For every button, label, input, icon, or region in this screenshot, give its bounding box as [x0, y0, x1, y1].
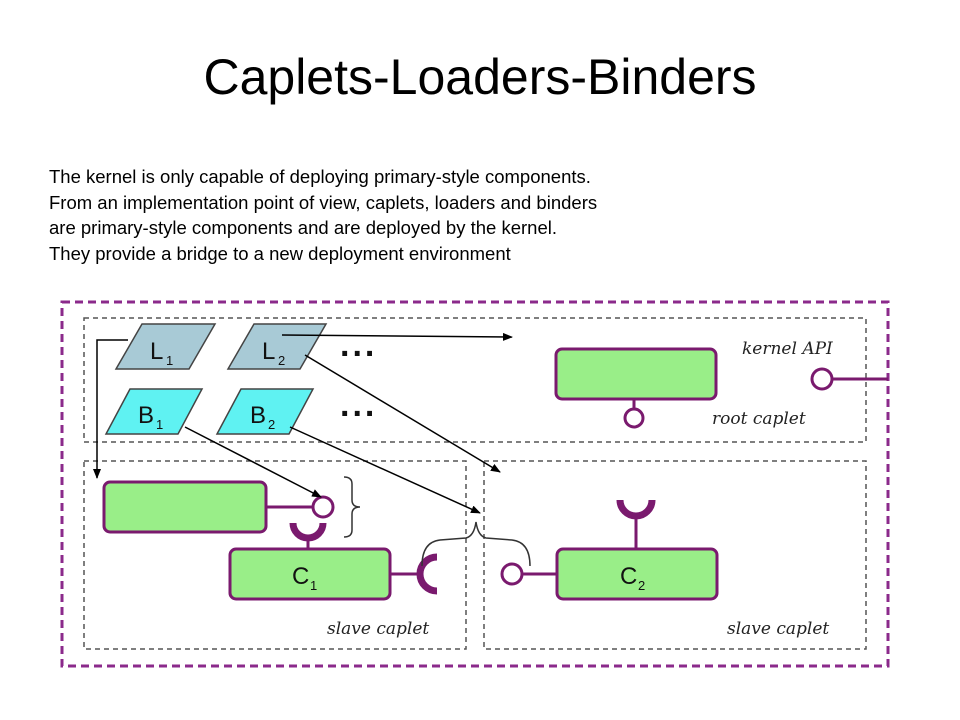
intro-text: The kernel is only capable of deploying …: [49, 164, 809, 266]
outer-frame: [60, 300, 890, 668]
slave-caplet-left-label: slave caplet: [327, 619, 429, 639]
root-caplet-label: root caplet: [712, 409, 806, 429]
arrow-kernel-api-call: [281, 332, 513, 341]
binder-1-letter: B: [138, 402, 154, 429]
c2-required-socket: [616, 499, 656, 520]
slide-title: Caplets-Loaders-Binders: [203, 49, 757, 105]
root-caplet-component: [554, 347, 718, 401]
loader-1-letter: L: [150, 338, 163, 365]
component-c1-letter: C: [292, 563, 309, 590]
intro-line: From an implementation point of view, ca…: [49, 191, 598, 213]
arrow-loader2-deploy: [304, 354, 501, 473]
top-brace-bridge: [421, 521, 531, 567]
slave-caplet-right-region: [483, 460, 867, 650]
kernel-api-interface: [810, 367, 834, 391]
slave-caplet-component: [102, 480, 268, 534]
loader-2-letter: L: [262, 338, 275, 365]
loader-2-shape: [226, 323, 328, 370]
loader-2-subscript: 2: [278, 353, 285, 368]
slave-caplet-right-label: slave caplet: [727, 619, 829, 639]
intro-line: The kernel is only capable of deploying …: [49, 166, 591, 187]
slave-caplet-left-region: [83, 460, 467, 650]
c1-right-socket: [416, 553, 438, 595]
loader-1-shape: [114, 323, 217, 370]
binder-2-letter: B: [250, 402, 266, 429]
arrow-binder2-bind: [289, 426, 481, 514]
c1-required-socket: [289, 522, 327, 542]
c2-provided-interface: [500, 562, 524, 586]
kernel-api-label: kernel API: [742, 339, 833, 359]
right-brace-slave: [343, 476, 361, 538]
loader-1-subscript: 1: [166, 353, 173, 368]
component-c1-subscript: 1: [310, 578, 317, 593]
binder-1-shape: [104, 388, 204, 435]
arrow-binder1-bind: [184, 426, 322, 498]
intro-line: They provide a bridge to a new deploymen…: [49, 242, 511, 264]
binder-1-subscript: 1: [156, 417, 163, 432]
binder-ellipsis: ...: [340, 386, 377, 424]
root-caplet-interface: [623, 407, 645, 429]
arrow-loader1-deploy: [93, 339, 128, 479]
intro-line: are primary-style components and are dep…: [49, 217, 557, 238]
kernel-region: [83, 317, 867, 443]
slave-caplet-provided-interface: [311, 495, 335, 519]
loader-ellipsis: ...: [340, 326, 377, 364]
component-c2-letter: C: [620, 563, 637, 590]
binder-2-subscript: 2: [268, 417, 275, 432]
component-c2-subscript: 2: [638, 578, 645, 593]
binder-2-shape: [215, 388, 315, 435]
